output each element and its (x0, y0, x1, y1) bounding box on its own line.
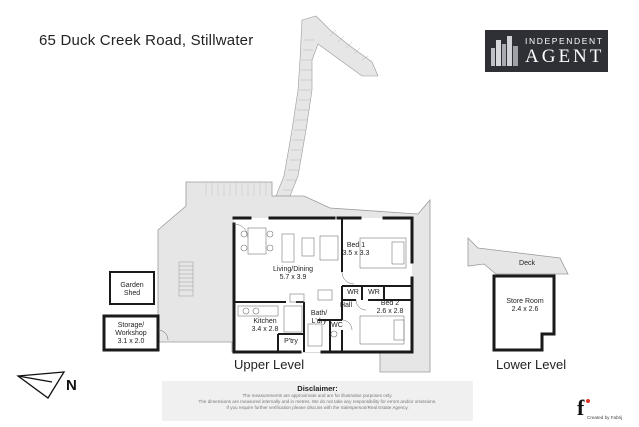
credit-text: Created by Fabrij (587, 415, 623, 420)
disclaimer-line-1: The measurements are approximate and are… (242, 393, 393, 398)
room-name: Bed 1 (346, 242, 366, 249)
room-store-room: Store Room 2.4 x 2.6 (500, 298, 550, 314)
room-dims: 3.4 x 2.8 (251, 326, 279, 333)
room-wr-2: WR (368, 289, 380, 296)
lower-deck (467, 237, 569, 275)
property-address-title: 65 Duck Creek Road, Stillwater (39, 32, 254, 49)
room-storage-workshop: Storage/ Workshop 3.1 x 2.0 (106, 322, 156, 346)
room-dims: 3.1 x 2.0 (117, 338, 145, 345)
room-name: Store Room (506, 298, 544, 305)
fabrij-dot-icon (586, 399, 590, 403)
fabrij-credit: f Created by Fabrij (573, 395, 633, 425)
room-bath-laundry: Bath/ L'dry (310, 310, 328, 325)
door-swings (233, 223, 367, 331)
disclaimer-box: Disclaimer: The measurements are approxi… (162, 381, 473, 421)
room-name: Bed 2 (380, 300, 400, 307)
room-wc: WC (331, 322, 343, 329)
room-dims: 5.7 x 3.9 (279, 274, 307, 281)
room-bed-1: Bed 1 3.5 x 3.3 (336, 242, 376, 258)
room-living-dining: Living/Dining 5.7 x 3.9 (258, 266, 328, 282)
furniture (237, 227, 407, 347)
disclaimer-title: Disclaimer: (297, 384, 338, 393)
disclaimer-line-3: If you require further verification plea… (226, 405, 409, 410)
garden-shed-outline (109, 271, 155, 305)
lower-level-label: Lower Level (496, 357, 567, 372)
lower-store-room (492, 274, 556, 352)
agency-logo: INDEPENDENT AGENT (485, 30, 608, 72)
deck-grate (178, 261, 194, 297)
compass-north-label: N (66, 377, 77, 394)
room-name: Storage/ Workshop (115, 322, 147, 337)
upper-level-label: Upper Level (234, 357, 305, 372)
disclaimer-line-2: The dimensions are measured internally a… (198, 399, 437, 404)
city-skyline-icon (491, 36, 518, 66)
room-kitchen: Kitchen 3.4 x 2.8 (242, 318, 288, 334)
compass-arrow-icon (16, 371, 66, 399)
interior-walls (234, 218, 412, 352)
room-wr-1: WR (347, 289, 359, 296)
room-dims: 2.6 x 2.8 (376, 308, 404, 315)
room-name: Kitchen (253, 318, 277, 325)
room-dims: 2.4 x 2.6 (511, 306, 539, 313)
room-pantry: P'try (284, 338, 298, 345)
room-bed-2: Bed 2 2.6 x 2.8 (360, 300, 420, 316)
room-dims: 3.5 x 3.3 (342, 250, 370, 257)
logo-bottom-text: AGENT (525, 46, 605, 67)
deck-steps (157, 183, 267, 231)
room-deck: Deck (519, 260, 535, 267)
room-hall: Hall (339, 302, 353, 309)
storage-workshop-outline (102, 314, 160, 352)
room-name: Living/Dining (272, 266, 314, 273)
room-garden-shed: Garden Shed (120, 282, 144, 297)
outdoor-stairs (275, 15, 379, 197)
logo-top-text: INDEPENDENT (525, 36, 604, 46)
fabrij-logo-icon: f (577, 395, 585, 420)
